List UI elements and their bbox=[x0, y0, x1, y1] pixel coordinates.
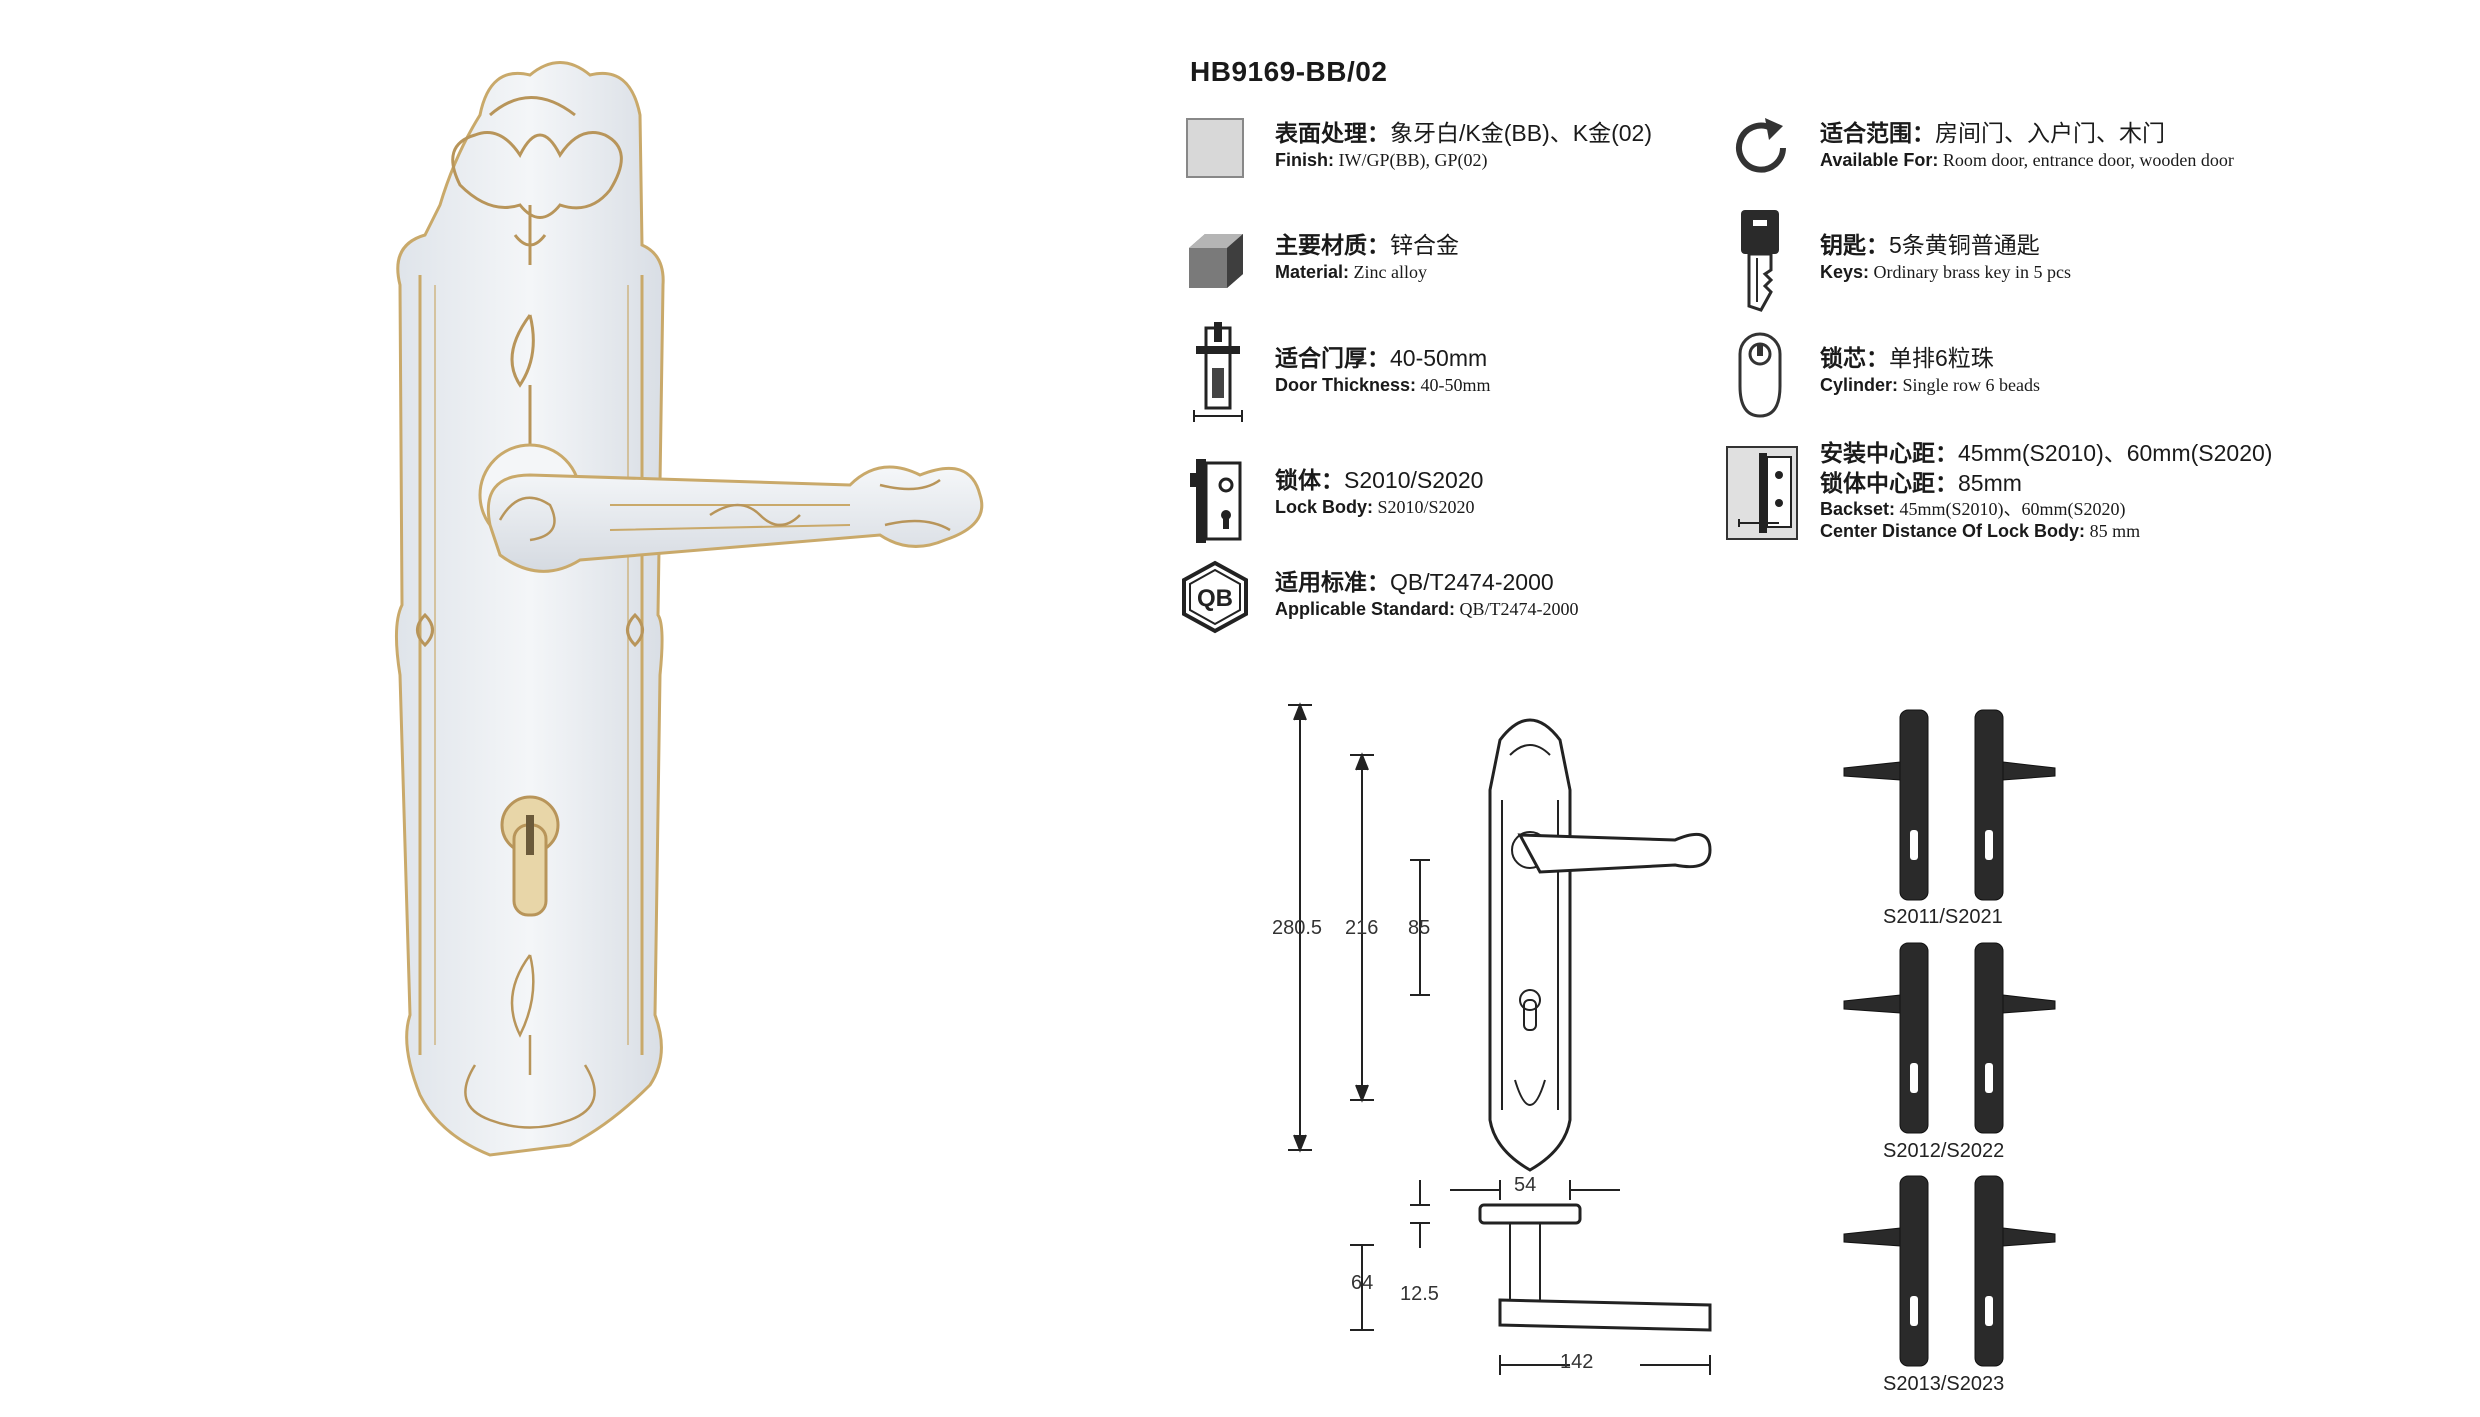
variant-3-drawing bbox=[1843, 1175, 2056, 1367]
backset-en-label2: Center Distance Of Lock Body: bbox=[1820, 521, 2086, 541]
keys-zh-value: 5条黄铜普通匙 bbox=[1889, 232, 2040, 258]
lever-handle bbox=[486, 465, 984, 573]
variant-thumbnails bbox=[1843, 709, 2056, 1367]
thickness-zh-value: 40-50mm bbox=[1390, 345, 1488, 371]
lock-body-icon bbox=[1190, 459, 1242, 543]
standard-zh-label: 适用标准： bbox=[1275, 569, 1390, 595]
thickness-zh-label: 适合门厚： bbox=[1275, 345, 1390, 371]
backplate bbox=[394, 61, 665, 1157]
product-photo bbox=[394, 61, 984, 1157]
available-en-label: Available For: bbox=[1820, 150, 1939, 170]
backset-zh-value2: 85mm bbox=[1958, 470, 2022, 496]
keys-en-label: Keys: bbox=[1820, 262, 1870, 282]
variant-caption-3: S2013/S2023 bbox=[1883, 1373, 2005, 1395]
variant-caption-2: S2012/S2022 bbox=[1883, 1140, 2005, 1162]
backset-zh-value1: 45mm(S2010)、60mm(S2020) bbox=[1958, 440, 2273, 466]
thickness-en-label: Door Thickness: bbox=[1275, 375, 1417, 395]
finish-zh-label: 表面处理： bbox=[1275, 120, 1390, 146]
cylinder-zh-value: 单排6粒珠 bbox=[1889, 345, 1994, 371]
dim-plate-width: 54 bbox=[1514, 1174, 1537, 1196]
available-en-value: Room door, entrance door, wooden door bbox=[1942, 150, 2234, 170]
backset-zh-label2: 锁体中心距： bbox=[1820, 470, 1958, 496]
spec-backset: 安装中心距：45mm(S2010)、60mm(S2020) 锁体中心距：85mm… bbox=[1820, 438, 2272, 542]
backset-en-label1: Backset: bbox=[1820, 499, 1896, 519]
lock-body-zh-value: S2010/S2020 bbox=[1344, 467, 1484, 493]
spec-thickness: 适合门厚：40-50mm Door Thickness: 40-50mm bbox=[1275, 343, 1491, 397]
spec-material: 主要材质：锌合金 Material: Zinc alloy bbox=[1275, 230, 1459, 284]
rotate-arrow-icon bbox=[1736, 118, 1786, 173]
thickness-en-value: 40-50mm bbox=[1420, 375, 1491, 395]
variant-caption-1: S2011/S2021 bbox=[1883, 906, 2003, 928]
material-en-label: Material: bbox=[1275, 262, 1350, 282]
dim-projection: 64 bbox=[1351, 1272, 1374, 1294]
standard-en-value: QB/T2474-2000 bbox=[1459, 599, 1579, 619]
spec-standard: 适用标准：QB/T2474-2000 Applicable Standard: … bbox=[1275, 567, 1579, 621]
qb-badge-text: QB bbox=[1197, 585, 1233, 612]
backset-icon bbox=[1726, 446, 1798, 540]
cylinder-zh-label: 锁芯： bbox=[1820, 345, 1889, 371]
standard-en-label: Applicable Standard: bbox=[1275, 599, 1456, 619]
dim-center-distance: 85 bbox=[1408, 917, 1431, 939]
keys-zh-label: 钥匙： bbox=[1820, 232, 1889, 258]
spec-available: 适合范围：房间门、入户门、木门 Available For: Room door… bbox=[1820, 118, 2234, 172]
material-zh-value: 锌合金 bbox=[1390, 232, 1459, 258]
lock-body-zh-label: 锁体： bbox=[1275, 467, 1344, 493]
cylinder-icon bbox=[1738, 332, 1782, 418]
material-en-value: Zinc alloy bbox=[1353, 262, 1428, 282]
spec-lock-body: 锁体：S2010/S2020 Lock Body: S2010/S2020 bbox=[1275, 465, 1483, 519]
technical-drawing bbox=[1288, 702, 1712, 1375]
cylinder-hole bbox=[500, 795, 560, 917]
variant-1-drawing bbox=[1843, 709, 2056, 901]
standard-zh-value: QB/T2474-2000 bbox=[1390, 569, 1554, 595]
finish-swatch-icon bbox=[1186, 118, 1244, 178]
lock-body-en-label: Lock Body: bbox=[1275, 497, 1374, 517]
spec-cylinder: 锁芯：单排6粒珠 Cylinder: Single row 6 beads bbox=[1820, 343, 2040, 397]
cylinder-en-label: Cylinder: bbox=[1820, 375, 1899, 395]
backset-zh-label1: 安装中心距： bbox=[1820, 440, 1958, 466]
backset-en-value2: 85 mm bbox=[2089, 521, 2141, 541]
key-icon bbox=[1741, 210, 1779, 312]
cube-icon bbox=[1189, 234, 1243, 288]
material-zh-label: 主要材质： bbox=[1275, 232, 1390, 258]
backset-en-value1: 45mm(S2010)、60mm(S2020) bbox=[1899, 499, 2126, 519]
available-zh-label: 适合范围： bbox=[1820, 120, 1935, 146]
qb-standard-icon: QB bbox=[1182, 560, 1248, 634]
door-thickness-icon bbox=[1193, 322, 1243, 422]
dim-overall-height: 280.5 bbox=[1272, 917, 1323, 939]
finish-zh-value: 象牙白/K金(BB)、K金(02) bbox=[1390, 120, 1652, 146]
keys-en-value: Ordinary brass key in 5 pcs bbox=[1873, 262, 2071, 282]
dim-lever-length: 142 bbox=[1560, 1351, 1594, 1373]
finish-en-value: IW/GP(BB), GP(02) bbox=[1338, 150, 1488, 170]
available-zh-value: 房间门、入户门、木门 bbox=[1935, 120, 2165, 146]
spec-finish: 表面处理：象牙白/K金(BB)、K金(02) Finish: IW/GP(BB)… bbox=[1275, 118, 1652, 172]
spec-keys: 钥匙：5条黄铜普通匙 Keys: Ordinary brass key in 5… bbox=[1820, 230, 2071, 284]
model-title: HB9169-BB/02 bbox=[1190, 56, 1388, 87]
cylinder-en-value: Single row 6 beads bbox=[1902, 375, 2040, 395]
variant-2-drawing bbox=[1843, 942, 2056, 1134]
dim-plate-inner-height: 216 bbox=[1345, 917, 1379, 939]
lock-body-en-value: S2010/S2020 bbox=[1377, 497, 1475, 517]
finish-en-label: Finish: bbox=[1275, 150, 1334, 170]
dim-plate-thickness: 12.5 bbox=[1400, 1283, 1439, 1305]
